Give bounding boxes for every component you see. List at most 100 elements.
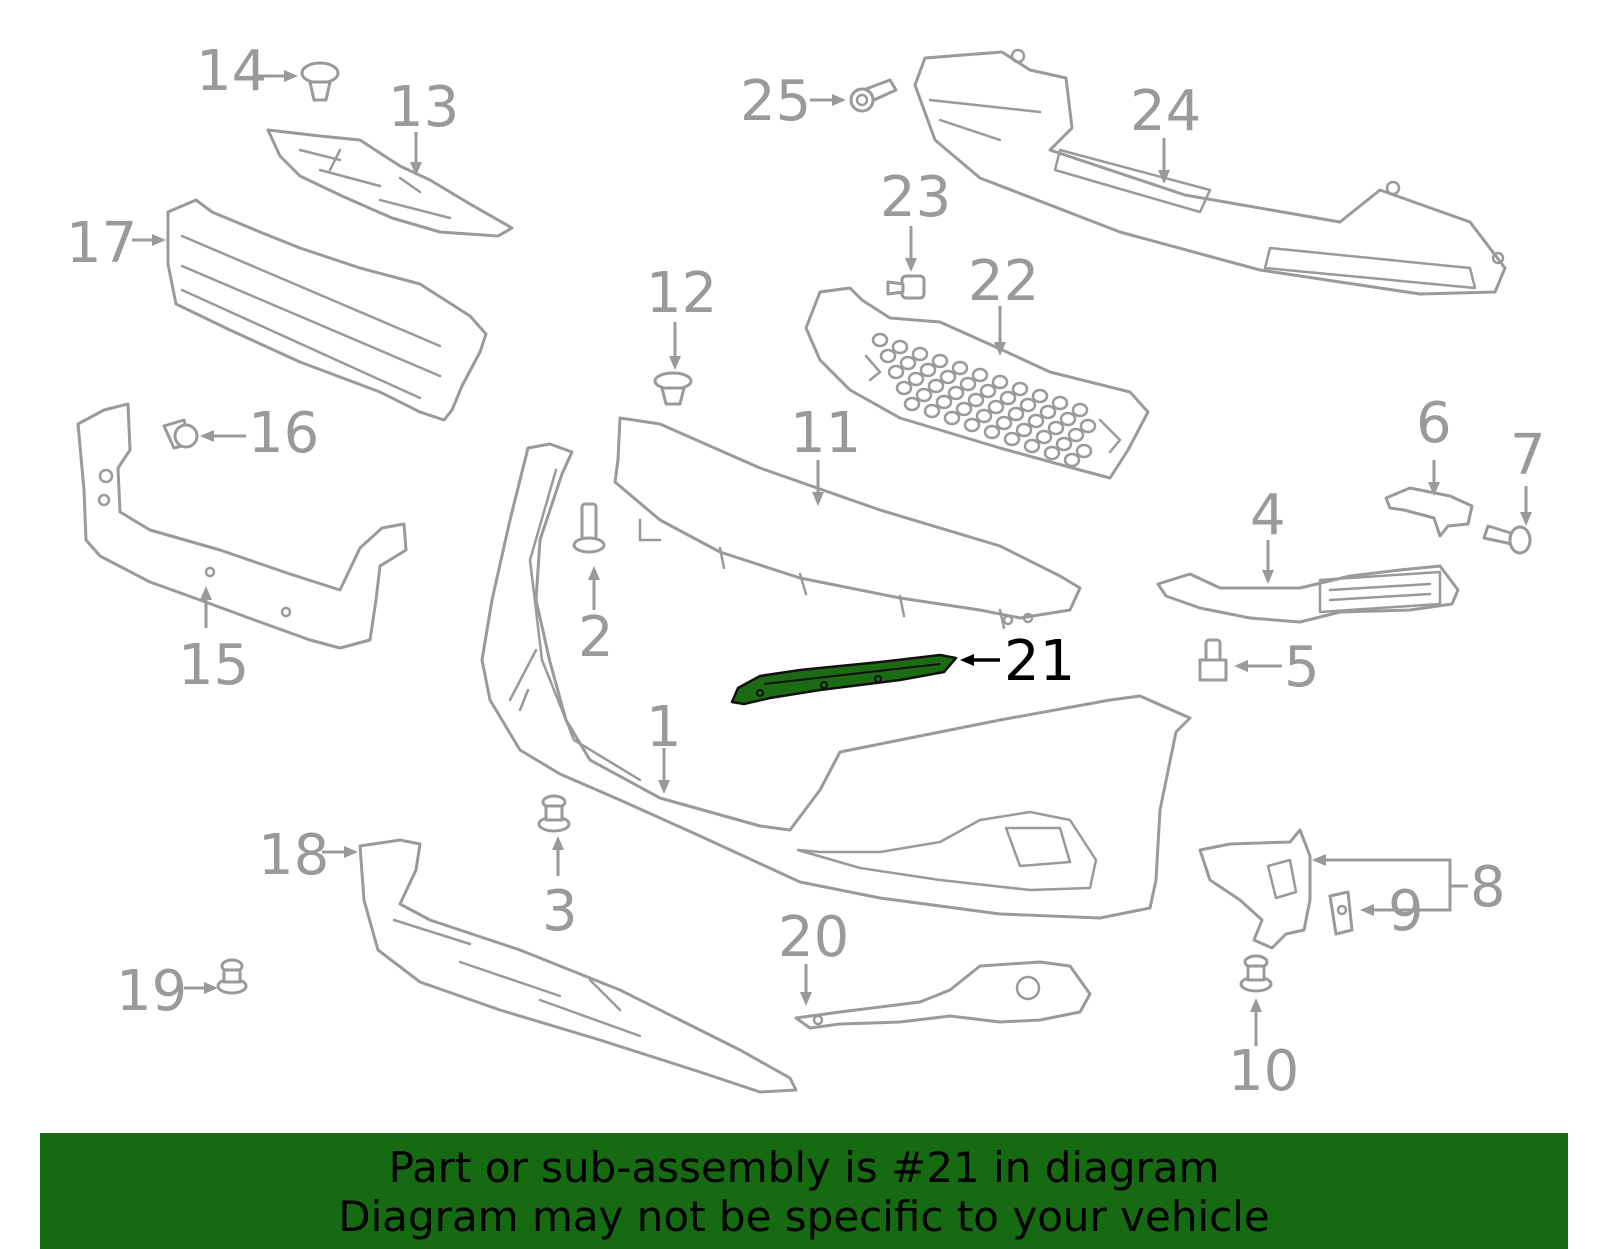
- grille-hole: [947, 385, 965, 401]
- grille-hole: [1027, 413, 1045, 429]
- callout-8: 8: [1470, 855, 1506, 920]
- callout-20: 20: [778, 905, 849, 970]
- grille-hole: [1035, 429, 1053, 445]
- part-21-molding-highlighted: [730, 653, 958, 706]
- leader-lines: [132, 70, 1532, 1046]
- grille-hole: [935, 394, 953, 410]
- grille-hole: [919, 362, 937, 378]
- part-11-upper-bracket: [613, 416, 1082, 630]
- part-2-bolt: [572, 502, 606, 554]
- callout-numbers: 14 13 17 16 15 18 19 20 3 1 2 12 11 23 2…: [66, 39, 1546, 1104]
- grille-hole: [939, 369, 957, 385]
- part-22-grille: [804, 286, 1150, 480]
- grille-hole: [1079, 418, 1097, 434]
- grille-hole: [979, 383, 997, 399]
- grille-hole: [1023, 438, 1041, 454]
- callout-3: 3: [542, 879, 578, 944]
- callout-15: 15: [178, 633, 249, 698]
- grille-hole: [927, 378, 945, 394]
- part-6-bracket: [1384, 486, 1474, 538]
- callout-19: 19: [116, 959, 187, 1024]
- callout-4: 4: [1250, 483, 1286, 548]
- grille-hole: [915, 387, 933, 403]
- grille-hole: [879, 348, 897, 364]
- callout-7: 7: [1510, 423, 1546, 488]
- banner-line-2: Diagram may not be specific to your vehi…: [338, 1192, 1270, 1241]
- callout-1: 1: [646, 695, 682, 760]
- part-25-bolt: [849, 78, 898, 113]
- part-19-clip: [216, 958, 248, 995]
- grille-hole: [1015, 422, 1033, 438]
- callout-5: 5: [1284, 635, 1320, 700]
- part-8-side-mount: [1198, 828, 1312, 950]
- grille-hole: [951, 360, 969, 376]
- grille-hole: [1043, 445, 1061, 461]
- grille-hole: [1071, 402, 1089, 418]
- callout-9: 9: [1388, 879, 1424, 944]
- grille-hole: [1019, 397, 1037, 413]
- grille-hole: [1007, 406, 1025, 422]
- grille-hole: [923, 403, 941, 419]
- part-1-bumper-cover: [480, 442, 1192, 920]
- callout-11: 11: [790, 401, 861, 466]
- grille-hole: [963, 417, 981, 433]
- part-5-bolt: [1198, 638, 1228, 682]
- info-banner: Part or sub-assembly is #21 in diagram D…: [40, 1133, 1568, 1249]
- grille-hole: [1051, 395, 1069, 411]
- callout-17: 17: [66, 211, 137, 276]
- callout-14: 14: [196, 39, 267, 104]
- grille-hole: [1039, 404, 1057, 420]
- grille-hole: [955, 401, 973, 417]
- grille-hole: [1067, 427, 1085, 443]
- grille-hole: [1063, 452, 1081, 468]
- grille-hole: [891, 339, 909, 355]
- grille-hole: [899, 355, 917, 371]
- grille-hole: [983, 424, 1001, 440]
- part-12-clip: [653, 371, 693, 406]
- grille-hole: [1059, 411, 1077, 427]
- grille-hole: [943, 410, 961, 426]
- grille-hole: [995, 415, 1013, 431]
- part-13-upper-cover: [266, 128, 514, 238]
- grille-hole: [967, 392, 985, 408]
- part-14-clip: [300, 61, 340, 102]
- callout-12: 12: [646, 261, 717, 326]
- grille-hole: [1011, 381, 1029, 397]
- grille-hole: [931, 353, 949, 369]
- callout-23: 23: [880, 165, 951, 230]
- part-23-clip: [886, 274, 926, 300]
- grille-hole: [959, 376, 977, 392]
- part-9-clip-nut: [1328, 890, 1354, 936]
- grille-hole: [895, 380, 913, 396]
- callout-21-highlighted: 21: [1004, 629, 1075, 694]
- part-15-lower-support: [76, 402, 408, 650]
- grille-hole: [1031, 388, 1049, 404]
- grille-hole: [887, 364, 905, 380]
- grille-hole: [871, 332, 889, 348]
- callout-2: 2: [578, 605, 614, 670]
- callout-24: 24: [1130, 79, 1201, 144]
- grille-hole: [907, 371, 925, 387]
- callout-25: 25: [740, 69, 811, 134]
- part-17-support: [166, 198, 488, 422]
- part-10-clip: [1239, 954, 1273, 993]
- part-18-lower-cover: [358, 838, 798, 1094]
- grille-hole: [1003, 431, 1021, 447]
- part-7-screw: [1482, 524, 1532, 555]
- callout-22: 22: [968, 249, 1039, 314]
- grille-hole: [999, 390, 1017, 406]
- part-20-fog-bezel: [794, 960, 1092, 1030]
- grille-hole: [991, 374, 1009, 390]
- grille-hole: [987, 399, 1005, 415]
- grille-hole: [1075, 443, 1093, 459]
- part-16-clip: [162, 418, 199, 450]
- grille-hole: [911, 346, 929, 362]
- part-24-reinforcement-beam: [913, 48, 1507, 296]
- callout-13: 13: [388, 75, 459, 140]
- part-4-side-bracket: [1156, 564, 1460, 624]
- banner-line-1: Part or sub-assembly is #21 in diagram: [388, 1143, 1220, 1192]
- callout-16: 16: [248, 401, 319, 466]
- callout-10: 10: [1228, 1039, 1299, 1104]
- grille-hole: [1055, 436, 1073, 452]
